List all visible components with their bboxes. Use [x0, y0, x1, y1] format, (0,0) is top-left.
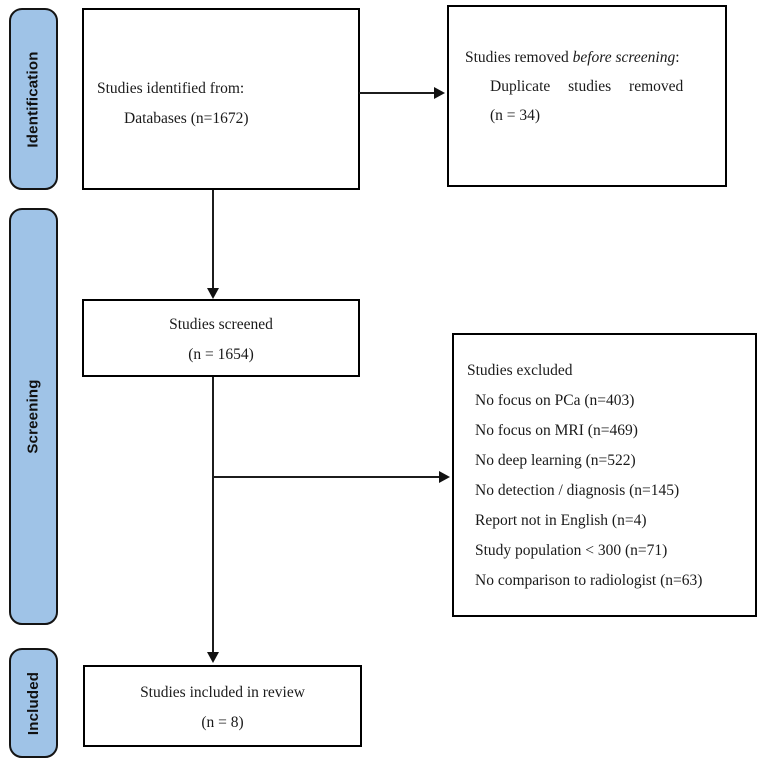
excluded-item: No deep learning (n=522) — [475, 452, 636, 469]
box-studies-removed: Studies removed before screening: Duplic… — [447, 5, 727, 187]
arrow-screened-to-excluded-line — [212, 476, 441, 478]
removed-line1: Studies removed before screening: — [465, 43, 711, 72]
excluded-item: No focus on PCa (n=403) — [475, 392, 635, 409]
removed-line1-suffix: : — [675, 49, 680, 66]
removed-line1-italic: before screening — [572, 49, 676, 66]
box-studies-excluded: Studies excluded No focus on PCa (n=403)… — [452, 333, 757, 617]
box-studies-screened: Studies screened (n = 1654) — [82, 299, 360, 377]
stage-bar-identification: Identification — [9, 8, 58, 190]
included-line1: Studies included in review — [140, 684, 305, 701]
arrowhead-right-icon — [434, 86, 445, 99]
arrowhead-down-icon — [206, 288, 219, 299]
screened-line1: Studies screened — [169, 316, 273, 333]
stage-label-identification: Identification — [25, 50, 43, 148]
excluded-item: Report not in English (n=4) — [475, 512, 647, 529]
stage-label-screening: Screening — [25, 379, 43, 454]
arrow-identified-to-screened-line — [212, 190, 214, 290]
included-line2: (n = 8) — [201, 714, 244, 731]
excluded-item: No comparison to radiologist (n=63) — [475, 572, 703, 589]
screened-line2: (n = 1654) — [188, 346, 254, 363]
box-studies-included: Studies included in review (n = 8) — [83, 665, 362, 747]
box-studies-identified: Studies identified from: Databases (n=16… — [82, 8, 360, 190]
arrowhead-down-icon — [206, 652, 219, 663]
identified-line1: Studies identified from: — [97, 80, 245, 97]
arrowhead-right-icon — [439, 470, 450, 483]
stage-bar-included: Included — [9, 648, 58, 758]
excluded-title: Studies excluded — [467, 362, 573, 379]
arrow-identified-to-removed-line — [359, 92, 436, 94]
identified-line2: Databases (n=1672) — [124, 110, 249, 127]
excluded-item: No detection / diagnosis (n=145) — [475, 482, 680, 499]
excluded-item: Study population < 300 (n=71) — [475, 542, 668, 559]
stage-label-included: Included — [25, 671, 42, 735]
removed-line1-prefix: Studies removed — [465, 49, 573, 66]
stage-bar-screening: Screening — [9, 208, 58, 625]
excluded-item: No focus on MRI (n=469) — [475, 422, 638, 439]
removed-line2: Duplicate studies removed — [490, 78, 684, 95]
arrow-screened-to-included-line — [212, 377, 214, 653]
removed-line3: (n = 34) — [490, 107, 541, 124]
